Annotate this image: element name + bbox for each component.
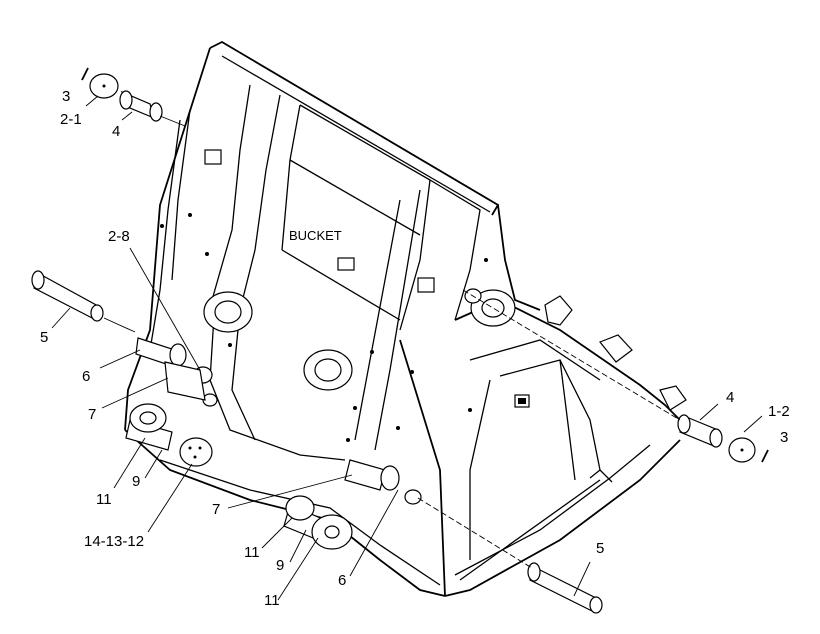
bracket-7-bottom <box>344 459 386 491</box>
callout-9-bottom: 9 <box>276 557 284 574</box>
callout-14-13-12: 14-13-12 <box>84 533 144 550</box>
parts-bottom <box>283 459 400 550</box>
callout-9-left: 9 <box>132 473 140 490</box>
bracket-7-left <box>164 361 206 401</box>
callout-11-left: 11 <box>96 491 112 508</box>
pin-4-left <box>119 90 163 122</box>
bolt-3-left <box>81 67 89 81</box>
pin-11-9-left <box>125 403 173 451</box>
leader-lines <box>51 95 763 601</box>
callout-2-8: 2-8 <box>108 228 130 245</box>
callout-1-2: 1-2 <box>768 403 790 420</box>
pin-bosses <box>193 288 516 505</box>
callout-4-right: 4 <box>726 389 734 406</box>
pin-5-left <box>31 270 104 322</box>
spacer-6-left <box>135 337 176 367</box>
parts-right <box>527 414 769 614</box>
callout-7-left: 7 <box>88 406 96 423</box>
callout-3-left: 3 <box>62 88 70 105</box>
callout-11-bottom-2: 11 <box>264 592 280 609</box>
callout-7-bottom: 7 <box>212 501 220 518</box>
pin-4-right <box>677 414 723 448</box>
bolt-3-right <box>761 449 769 463</box>
callout-11-bottom: 11 <box>244 544 260 561</box>
callout-6-bottom: 6 <box>338 572 346 589</box>
bucket-frame <box>124 40 691 597</box>
callout-4-left: 4 <box>112 123 120 140</box>
callout-5-left: 5 <box>40 329 48 346</box>
callout-5-right: 5 <box>596 540 604 557</box>
callout-3-right: 3 <box>780 429 788 446</box>
callout-2-1: 2-1 <box>60 111 82 128</box>
callout-labels: BUCKET 3 2-1 4 2-8 5 6 7 11 9 14-13-12 7… <box>40 88 790 609</box>
title-bucket: BUCKET <box>289 228 342 243</box>
washer-14-13-12 <box>179 437 213 467</box>
parts-left <box>31 67 213 467</box>
callout-6-left: 6 <box>82 368 90 385</box>
pin-5-right <box>527 562 603 614</box>
